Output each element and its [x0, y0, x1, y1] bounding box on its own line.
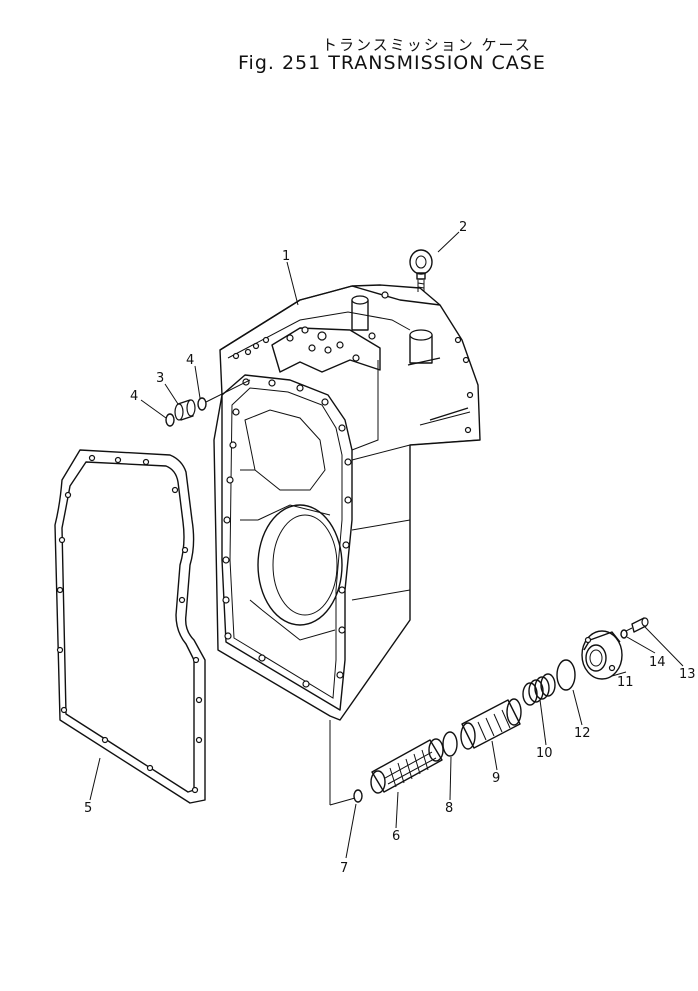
plug-icon: [174, 399, 196, 421]
figure-title-japanese: トランスミッション ケース: [322, 36, 532, 54]
cover-icon: [581, 630, 623, 680]
spring-icon: [522, 673, 556, 706]
callout-9: 9: [492, 771, 500, 786]
strainer-icon: [460, 698, 522, 750]
eye-bolt-icon: [409, 249, 433, 292]
callout-10: 10: [536, 746, 553, 761]
transmission-case-icon: [213, 284, 481, 721]
bolt-icon: [625, 617, 649, 633]
figure-title: Fig. 251 TRANSMISSION CASE: [238, 52, 546, 74]
callout-5: 5: [84, 801, 92, 816]
callout-labels: 1 2 3 4 4 5 6 7 8 9 10 11 12 13 14: [84, 220, 696, 876]
callout-2: 2: [459, 220, 467, 235]
washer-icon: [620, 629, 628, 639]
strainer-element-icon: [370, 738, 444, 794]
o-ring-icon: [165, 413, 175, 427]
callout-1: 1: [282, 249, 290, 264]
callout-4-upper: 4: [186, 353, 194, 368]
callout-3: 3: [156, 371, 164, 386]
callout-14: 14: [649, 655, 666, 670]
callout-13: 13: [679, 667, 696, 682]
leader-lines: [89, 231, 684, 859]
callout-6: 6: [392, 829, 400, 844]
o-ring-icon: [442, 731, 458, 757]
o-ring-icon: [197, 397, 207, 411]
gasket-icon: [54, 449, 206, 804]
callout-8: 8: [445, 801, 453, 816]
o-ring-icon: [556, 659, 576, 691]
o-ring-icon: [353, 789, 363, 803]
callout-11: 11: [617, 675, 634, 690]
callout-4-lower: 4: [130, 389, 138, 404]
callout-7: 7: [340, 861, 348, 876]
callout-12: 12: [574, 726, 591, 741]
